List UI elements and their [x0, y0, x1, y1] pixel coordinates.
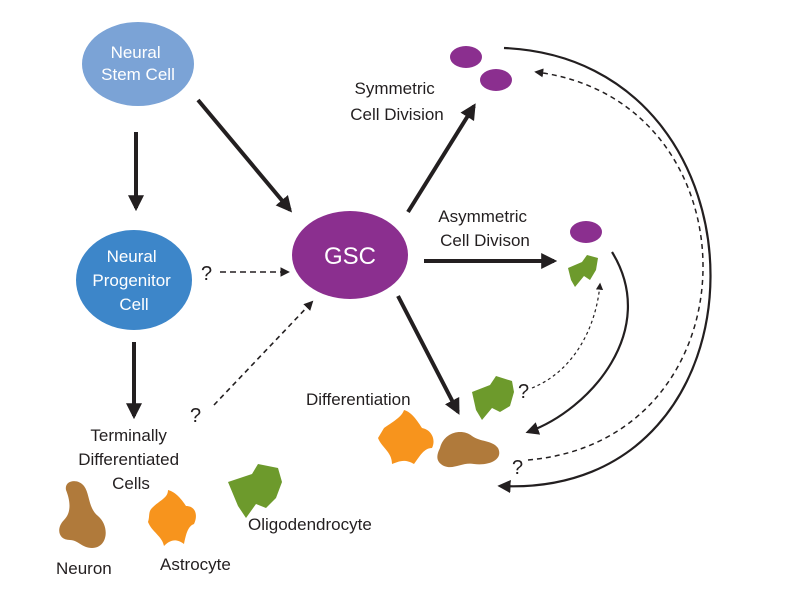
symmetric-daughter-cell-2	[480, 69, 512, 91]
progenitor-label-2: Progenitor	[92, 271, 171, 290]
asymmetric-label-1: Asymmetric	[438, 207, 527, 226]
svg-text:Symmetric Cell Division: Symmetric Cell Division	[350, 79, 444, 124]
curve-asymmetric-to-differentiation	[525, 251, 630, 435]
asymmetric-label-2: Cell Divison	[440, 231, 530, 250]
arrow-stem-to-gsc	[196, 98, 293, 213]
diff-neuron-shape	[437, 432, 500, 468]
neuron-label: Neuron	[56, 559, 112, 578]
question-mark-diff-to-asymmetric: ?	[518, 381, 529, 403]
svg-text:Asymmetric Cell Divison: Asymmetric Cell Divison	[438, 207, 532, 250]
astrocyte-label: Astrocyte	[160, 555, 231, 574]
arrow-gsc-to-differentiation	[396, 295, 460, 415]
svg-text:Neural Stem Cell: Neural Stem Cell	[101, 43, 175, 84]
symmetric-label-1: Symmetric	[354, 79, 435, 98]
question-mark-progenitor: ?	[201, 263, 212, 285]
svg-text:Terminally Differentiated: Terminally Differentiated Cells	[78, 426, 184, 493]
terminal-label-2: Differentiated	[78, 450, 179, 469]
astrocyte-shape	[148, 490, 196, 546]
terminal-label-3: Cells	[112, 474, 150, 493]
diff-oligodendrocyte-shape	[472, 376, 514, 420]
asymmetric-differentiated-daughter	[568, 255, 598, 287]
arrow-gsc-to-symmetric	[406, 103, 476, 214]
gsc-node	[292, 211, 408, 299]
dashed-terminal-to-gsc	[213, 300, 314, 406]
gsc-label: GSC	[324, 243, 376, 270]
terminal-label-1: Terminally	[90, 426, 167, 445]
svg-text:Neural Progenitor Cell: Neural Progenitor Cell	[92, 247, 175, 314]
neuron-shape	[59, 481, 106, 548]
neural-stem-cell-node	[82, 22, 194, 106]
diff-astrocyte-shape	[378, 410, 434, 464]
symmetric-daughter-cell-1	[450, 46, 482, 68]
question-mark-terminal: ?	[190, 405, 201, 427]
oligodendrocyte-shape	[228, 464, 282, 518]
neural-progenitor-cell-node	[76, 230, 192, 330]
progenitor-label-3: Cell	[119, 295, 148, 314]
dashed-curve-to-asymmetric	[531, 282, 604, 389]
neural-stem-cell-label-2: Stem Cell	[101, 65, 175, 84]
oligodendrocyte-label: Oligodendrocyte	[248, 515, 372, 534]
question-mark-diff-to-symmetric: ?	[512, 457, 523, 479]
asymmetric-gsc-daughter	[570, 221, 602, 243]
progenitor-label-1: Neural	[107, 247, 157, 266]
symmetric-label-2: Cell Division	[350, 105, 444, 124]
differentiation-label: Differentiation	[306, 390, 411, 409]
curve-symmetric-return	[497, 46, 712, 494]
dashed-curve-to-symmetric	[527, 68, 704, 461]
neural-stem-cell-label-1: Neural	[111, 43, 161, 62]
